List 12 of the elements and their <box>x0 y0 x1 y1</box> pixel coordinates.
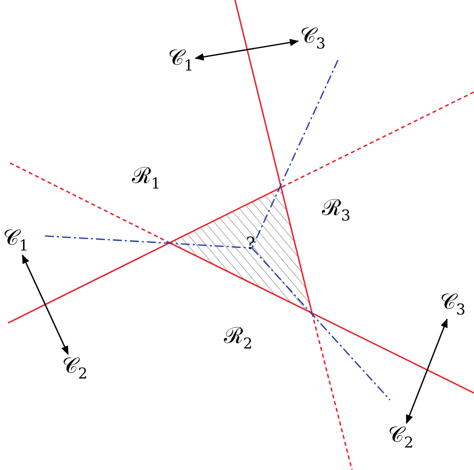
class-label: 𝒞$_{2}$ <box>388 425 414 450</box>
double-arrow <box>194 38 299 60</box>
region-label: ℛ$_{3}$ <box>322 198 351 224</box>
class-label: 𝒞$_{2}$ <box>62 356 88 382</box>
double-arrow <box>406 318 448 424</box>
region-label: ℛ$_{1}$ <box>132 166 161 192</box>
class-label: 𝒞$_{3}$ <box>300 26 326 52</box>
region-label: ℛ$_{2}$ <box>224 326 253 352</box>
class-label: 𝒞$_{3}$ <box>440 292 466 318</box>
double-arrow <box>22 254 69 355</box>
class-label: 𝒞$_{1}$ <box>168 48 194 74</box>
class-label: 𝒞$_{1}$ <box>3 228 29 254</box>
